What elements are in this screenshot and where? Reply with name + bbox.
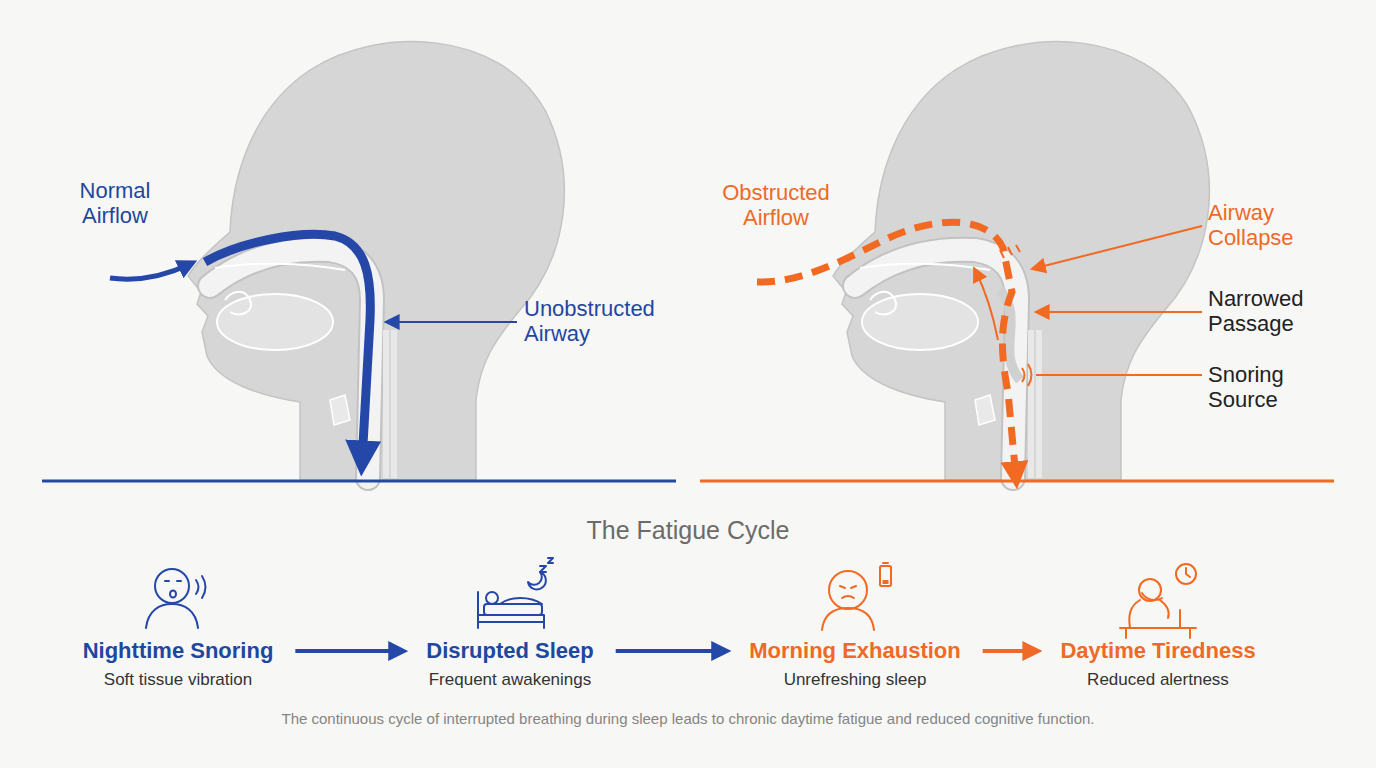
tiredness-icon-stroke	[1142, 593, 1162, 600]
leader-line	[390, 321, 517, 323]
step-description: Soft tissue vibration	[83, 670, 274, 690]
exhaustion-icon	[822, 563, 891, 630]
sleep-icon-stroke	[500, 598, 542, 604]
cycle-arrow	[616, 649, 728, 653]
leader-line	[1040, 311, 1202, 313]
snoring-icon-stroke	[155, 569, 189, 603]
tiredness-icon-stroke	[1139, 579, 1161, 601]
sleep-icon-stroke	[486, 592, 498, 604]
obstructed-head	[700, 42, 1334, 481]
part-label: Narrowed Passage	[1208, 286, 1338, 337]
sleep-icon	[478, 558, 553, 628]
step-description: Frequent awakenings	[426, 670, 593, 690]
snoring-icon-stroke	[196, 576, 206, 598]
snoring-icon-stroke	[170, 591, 176, 598]
exhaustion-icon-stroke	[842, 596, 854, 598]
part-label: Obstructed Airflow	[706, 180, 846, 231]
exhaustion-icon-stroke	[880, 566, 891, 586]
part-label: Normal Airflow	[56, 178, 174, 229]
cycle-step: Disrupted SleepFrequent awakenings	[404, 638, 615, 690]
snoring-icon-stroke	[165, 580, 181, 582]
step-heading: Nighttime Snoring	[83, 638, 274, 664]
cycle-arrow	[295, 649, 404, 653]
exhaustion-icon-stroke	[840, 586, 856, 588]
normal-head	[42, 42, 676, 481]
baseline	[700, 480, 1334, 483]
cycle-arrow	[983, 649, 1039, 653]
tiredness-icon-stroke	[1186, 568, 1190, 577]
sound-waves	[1022, 364, 1032, 386]
step-description: Unrefreshing sleep	[749, 670, 960, 690]
caption: The continuous cycle of interrupted brea…	[0, 710, 1376, 727]
sleep-icon-stroke	[478, 592, 544, 628]
part-label: Airway Collapse	[1208, 200, 1328, 251]
step-heading: Disrupted Sleep	[426, 638, 593, 664]
exhaustion-icon-stroke	[883, 562, 888, 564]
step-heading: Daytime Tiredness	[1060, 638, 1255, 664]
exhaustion-icon-stroke	[822, 608, 874, 630]
exhaustion-icon-stroke	[829, 571, 867, 609]
head-silhouette	[188, 42, 564, 480]
head-silhouette	[833, 42, 1209, 480]
tiredness-icon-stroke	[1120, 610, 1196, 638]
snoring-icon-stroke	[146, 604, 198, 628]
step-heading: Morning Exhaustion	[749, 638, 960, 664]
leader-line	[1036, 226, 1202, 268]
airflow-arrow	[110, 264, 190, 279]
leader-line	[1036, 374, 1202, 376]
obstructed-airflow	[757, 222, 1016, 478]
sleep-icon-stroke	[484, 604, 542, 615]
collapse-ticks	[1000, 245, 1020, 258]
cycle-icons	[146, 558, 1196, 638]
step-description: Reduced alertness	[1060, 670, 1255, 690]
airflow-arrow	[205, 234, 370, 462]
exhaustion-icon-stroke	[883, 580, 889, 584]
tiredness-icon-stroke	[1176, 564, 1196, 584]
sleep-icon-stroke	[540, 558, 553, 572]
part-label: Unobstructed Airway	[524, 296, 684, 347]
baseline	[42, 480, 676, 483]
sleep-icon-stroke	[528, 572, 546, 589]
tiredness-icon-stroke	[1129, 600, 1168, 628]
reverse-flow	[976, 272, 998, 340]
cycle-step: Nighttime SnoringSoft tissue vibration	[61, 638, 296, 690]
section-title: The Fatigue Cycle	[0, 516, 1376, 545]
tiredness-icon	[1120, 564, 1196, 638]
cycle-step: Daytime TirednessReduced alertness	[1038, 638, 1277, 690]
snoring-icon	[146, 569, 206, 628]
cycle-step: Morning ExhaustionUnrefreshing sleep	[727, 638, 982, 690]
part-label: Snoring Source	[1208, 362, 1328, 413]
